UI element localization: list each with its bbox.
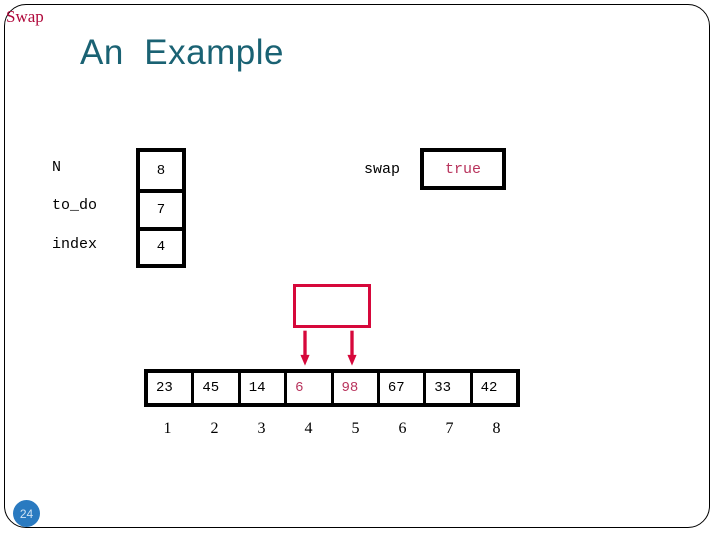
array-cell-8: 42 xyxy=(469,373,516,403)
array-cell-3: 14 xyxy=(237,373,285,403)
variable-value-table: 8 7 4 xyxy=(136,148,186,268)
array-cell-7: 33 xyxy=(423,373,470,403)
array-cell-1: 23 xyxy=(148,373,192,403)
array-cell-4: 6 xyxy=(284,373,331,403)
slide-border-frame xyxy=(4,4,710,528)
variable-value-to-do: 7 xyxy=(140,189,182,226)
array-row: 23 45 14 6 98 67 33 42 xyxy=(144,369,520,407)
array-index-row: 1 2 3 4 5 6 7 8 xyxy=(144,420,520,444)
variable-label-to-do: to_do xyxy=(52,197,98,214)
array-cell-5: 98 xyxy=(330,373,377,403)
swap-arrow-left-icon xyxy=(300,330,310,366)
variable-value-index: 4 xyxy=(140,226,182,264)
array-index-5: 5 xyxy=(351,420,360,437)
swap-callout-label: Swap xyxy=(6,7,44,26)
page-number-badge: 24 xyxy=(13,500,40,527)
array-cell-2: 45 xyxy=(191,373,238,403)
variable-label-n: N xyxy=(52,159,62,176)
swap-flag-value-box: true xyxy=(420,148,506,190)
variable-value-n: 8 xyxy=(156,162,166,179)
array-index-6: 6 xyxy=(398,420,407,437)
array-index-8: 8 xyxy=(492,420,501,437)
array-index-2: 2 xyxy=(210,420,219,437)
variable-label-index: index xyxy=(52,236,98,253)
array-index-3: 3 xyxy=(257,420,266,437)
swap-arrow-right-icon xyxy=(347,330,357,366)
array-index-4: 4 xyxy=(304,420,313,437)
swap-callout-box xyxy=(293,284,371,328)
array-index-1: 1 xyxy=(163,420,172,437)
swap-flag-label: swap xyxy=(364,161,401,178)
page-title: An Example xyxy=(80,33,284,72)
array-cell-6: 67 xyxy=(376,373,424,403)
array-index-7: 7 xyxy=(445,420,454,437)
swap-flag-value: true xyxy=(444,160,481,178)
